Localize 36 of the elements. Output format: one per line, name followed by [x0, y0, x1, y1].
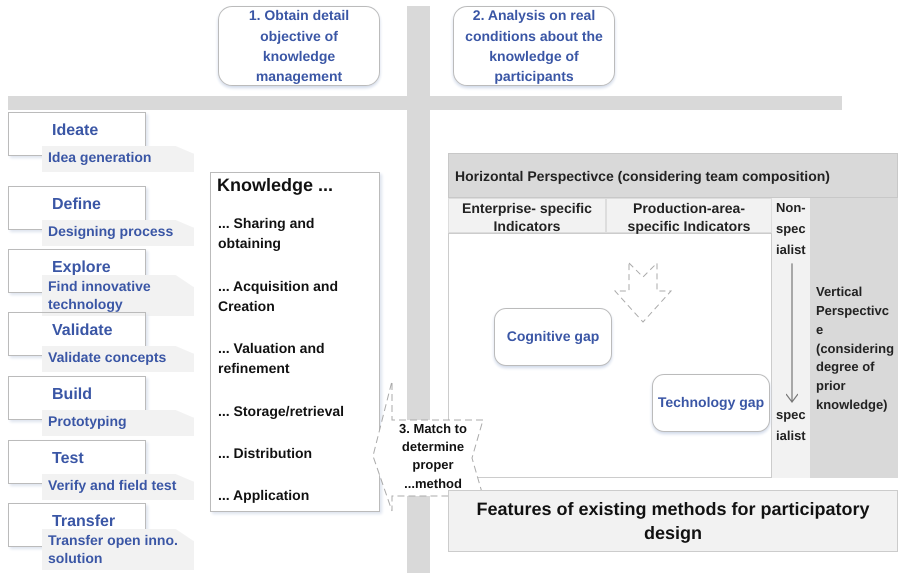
phase-tag: Verify and field test	[42, 474, 194, 500]
list-item: ... Sharing and obtaining	[218, 214, 316, 254]
axis-label: Non-specialist	[772, 198, 810, 260]
phase-tag: Find innovative technology	[42, 275, 194, 316]
panel-heading: Knowledge ...	[217, 175, 334, 196]
step-box: 2. Analysis on real conditions about the knowledge of participants	[453, 6, 615, 86]
phase-title: Define	[52, 196, 101, 214]
list-item: ... Distribution	[218, 444, 314, 463]
phase-title: Explore	[52, 259, 111, 277]
step-box: 1. Obtain detail objective of knowledge management	[218, 6, 380, 86]
arrow	[785, 263, 799, 403]
features-box: Features of existing methods for participatory design	[448, 490, 898, 552]
phase-title: Transfer	[52, 513, 116, 531]
phase-title: Validate	[52, 322, 112, 340]
list-item: ... Acquisition and Creation	[218, 277, 340, 316]
list-item: ... Application	[218, 486, 310, 505]
column-header: Production-area-specific Indicators	[606, 198, 772, 233]
phase-tag: Designing process	[42, 220, 194, 246]
phase-tag: Prototyping	[42, 410, 194, 436]
phase-tag: Idea generation	[42, 146, 194, 172]
column-header: Enterprise- specific Indicators	[448, 198, 606, 233]
phase-title: Ideate	[52, 122, 98, 140]
arrow-label: 3. Match to determine proper ...method	[398, 420, 468, 493]
axis-label: specialist	[772, 405, 810, 447]
side-band: Vertical Perspectivce (considering degree of prior knowledge)	[810, 198, 898, 478]
knowledge-panel	[210, 172, 380, 512]
gap-box: Cognitive gap	[494, 308, 612, 366]
phase-title: Test	[52, 450, 84, 468]
phase-tag: Validate concepts	[42, 346, 194, 372]
phase-tag: Transfer open inno. solution	[42, 529, 194, 570]
gap-box: Technology gap	[652, 374, 770, 432]
list-item: ... Storage/retrieval	[218, 402, 346, 421]
header-band: Horizontal Perspectivce (considering team composition)	[448, 153, 898, 198]
list-item: ... Valuation and refinement	[218, 339, 326, 378]
phase-title: Build	[52, 386, 92, 404]
horizontal-divider-bar	[8, 96, 842, 110]
